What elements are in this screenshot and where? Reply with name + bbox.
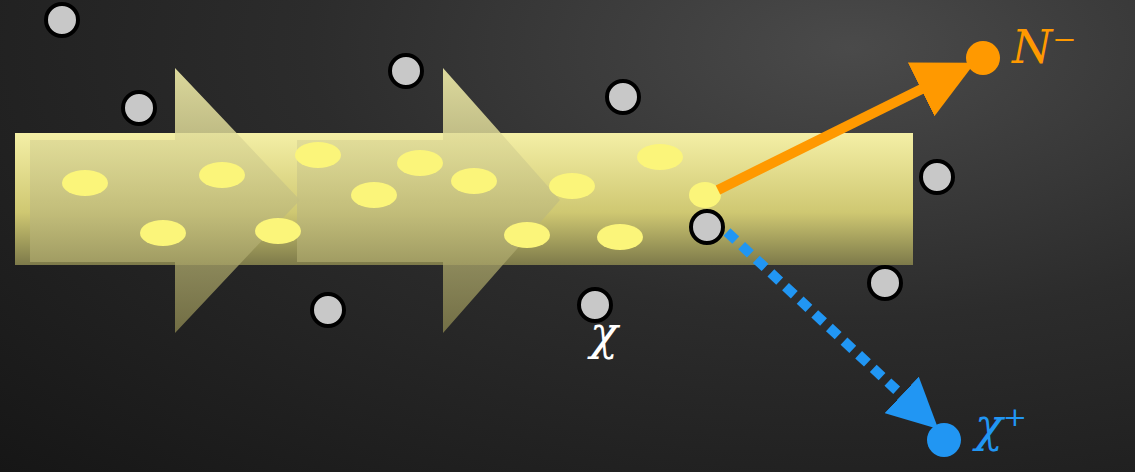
flow-arrow <box>30 68 300 333</box>
dm-arrow <box>727 232 920 412</box>
flow-arrow <box>297 68 560 333</box>
particle-label: N⁻ <box>1012 22 1077 73</box>
particle-label: χ⁺ <box>975 400 1027 451</box>
nucleon-arrow <box>718 76 948 190</box>
beam-particles <box>62 142 721 250</box>
particle-label: χ <box>590 308 618 359</box>
nucleon-dot <box>966 41 1000 75</box>
target-dot <box>691 211 723 243</box>
dm-dot <box>927 423 961 457</box>
